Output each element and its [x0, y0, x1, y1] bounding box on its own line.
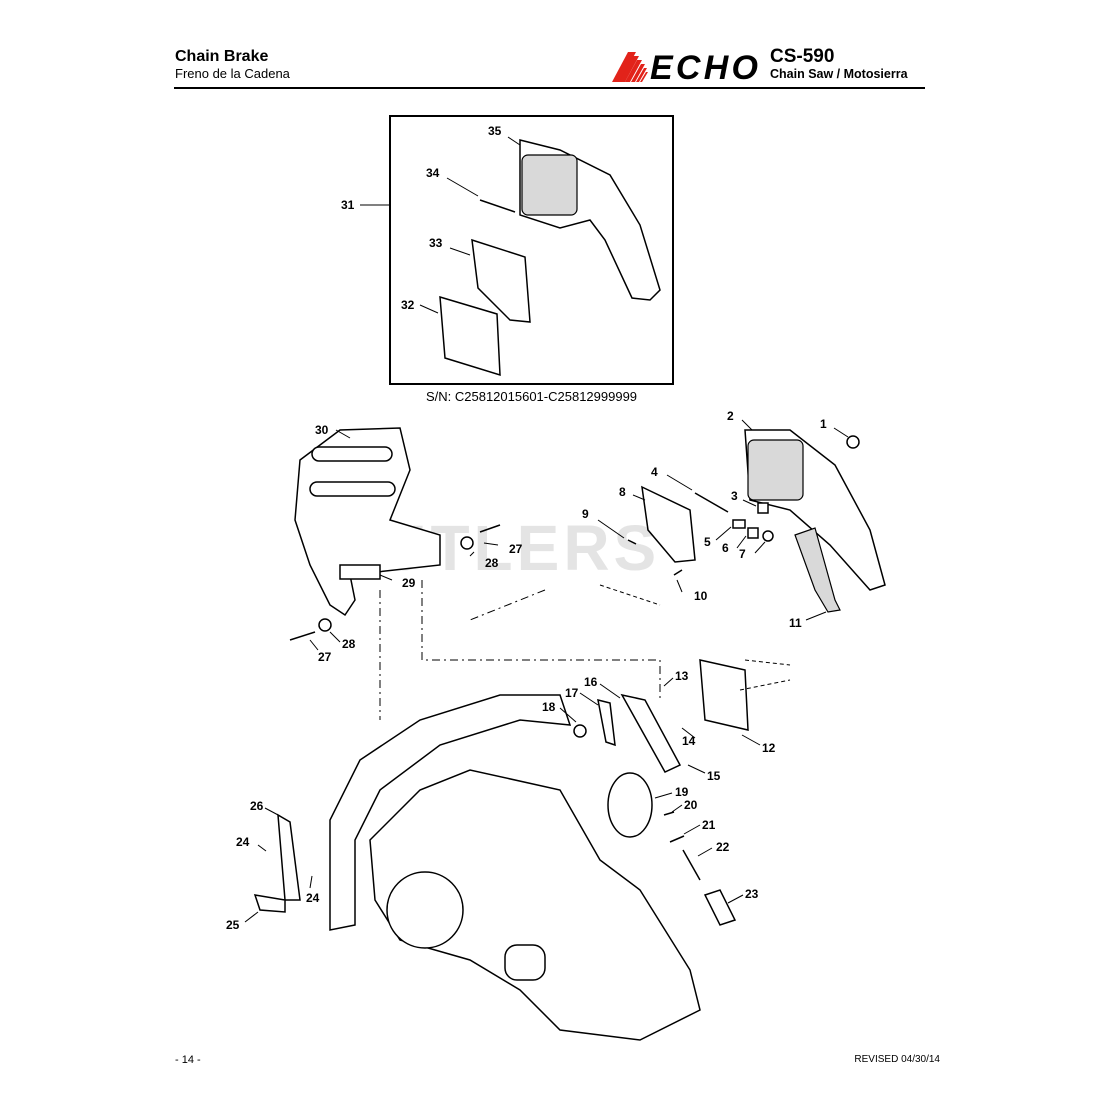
- bracket-25: [253, 894, 286, 913]
- callout-17: 17: [565, 686, 579, 700]
- callout-13: 13: [675, 669, 689, 683]
- callout-29: 29: [402, 576, 416, 590]
- callout-35: 35: [488, 124, 502, 138]
- callout-10: 10: [694, 589, 708, 603]
- callout-24-lower: 24: [306, 891, 320, 905]
- washer-28a: [460, 536, 474, 550]
- inset-plate-33: [471, 238, 531, 323]
- callout-28-upper: 28: [485, 556, 499, 570]
- washer-7: [762, 530, 774, 542]
- callout-1: 1: [820, 417, 827, 431]
- callout-6: 6: [722, 541, 729, 555]
- header-divider: [174, 87, 925, 89]
- piece-6: [747, 527, 759, 539]
- inset-pin: [479, 199, 516, 213]
- plate-12: [699, 659, 749, 731]
- callout-2: 2: [727, 409, 734, 423]
- hand-guard: [294, 427, 441, 617]
- callout-27-lower: 27: [318, 650, 332, 664]
- callout-9: 9: [582, 507, 589, 521]
- spring-19: [607, 772, 653, 838]
- bolt-27b: [289, 631, 316, 641]
- callout-11: 11: [789, 616, 802, 630]
- callout-8: 8: [619, 485, 626, 499]
- callout-19: 19: [675, 785, 689, 799]
- callout-30: 30: [315, 423, 329, 437]
- echo-logo: ECHO: [612, 49, 758, 82]
- inset-box: [389, 115, 674, 385]
- brake-lever: [794, 527, 841, 613]
- page-title: Chain Brake: [175, 48, 269, 65]
- clip-23: [703, 889, 737, 926]
- screw-10: [673, 569, 683, 576]
- pin-21: [669, 835, 685, 843]
- callout-25: 25: [226, 918, 240, 932]
- callout-16: 16: [584, 675, 598, 689]
- callout-22: 22: [716, 840, 730, 854]
- callout-33: 33: [429, 236, 443, 250]
- washer-1: [846, 435, 860, 449]
- callout-3: 3: [731, 489, 738, 503]
- page-number: - 14 -: [175, 1054, 201, 1066]
- pin-4: [694, 492, 729, 513]
- inset-chain-brake-cover: [519, 139, 661, 301]
- callout-24-upper: 24: [236, 835, 250, 849]
- serial-range: S/N: C25812015601-C25812999999: [425, 389, 638, 404]
- callout-18: 18: [542, 700, 556, 714]
- spring-5: [732, 519, 746, 529]
- callout-28-lower: 28: [342, 637, 356, 651]
- pin-20: [663, 811, 675, 816]
- revision-date: REVISED 04/30/14: [854, 1054, 940, 1065]
- callout-23: 23: [745, 887, 759, 901]
- bolt-27a: [479, 524, 501, 533]
- callout-34: 34: [426, 166, 440, 180]
- link-17: [597, 698, 616, 747]
- washer-28b: [318, 618, 332, 632]
- callout-32: 32: [401, 298, 415, 312]
- catcher-26: [277, 813, 301, 901]
- plate-8: [641, 485, 696, 563]
- callout-4: 4: [651, 465, 658, 479]
- callout-27-upper: 27: [509, 542, 523, 556]
- callout-5: 5: [704, 535, 711, 549]
- callout-15: 15: [707, 769, 721, 783]
- callout-14: 14: [682, 734, 696, 748]
- link-16: [620, 693, 682, 773]
- callout-12: 12: [762, 741, 776, 755]
- chain-brake-cover: [744, 429, 886, 591]
- model-number: CS-590: [770, 46, 835, 67]
- plate-29: [339, 564, 381, 580]
- page-subtitle: Freno de la Cadena: [175, 66, 290, 81]
- spring-22: [682, 849, 701, 881]
- saw-body: [329, 694, 701, 1041]
- bushing-3: [757, 502, 769, 514]
- inset-plate-32: [439, 295, 501, 377]
- bushing-18: [573, 724, 587, 738]
- callout-20: 20: [684, 798, 698, 812]
- callout-7: 7: [739, 547, 746, 561]
- model-description: Chain Saw / Motosierra: [770, 67, 908, 81]
- callout-31: 31: [341, 198, 355, 212]
- callout-26: 26: [250, 799, 264, 813]
- brand-text: ECHO: [650, 49, 758, 82]
- callout-21: 21: [702, 818, 716, 832]
- screw-9: [627, 539, 637, 545]
